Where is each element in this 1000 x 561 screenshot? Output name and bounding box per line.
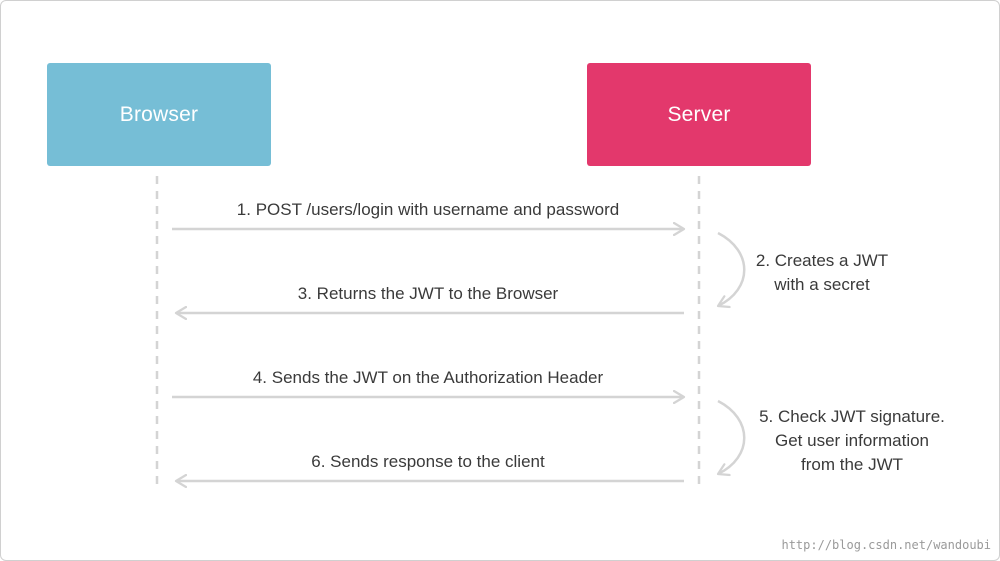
- server-actor-box: Server: [587, 63, 811, 166]
- note-5-curve-arrow: [718, 399, 746, 474]
- note-2-line-2: with a secret: [774, 275, 870, 294]
- message-4-label: 4. Sends the JWT on the Authorization He…: [252, 368, 604, 387]
- message-6-label: 6. Sends response to the client: [311, 452, 545, 471]
- message-3-label: 3. Returns the JWT to the Browser: [297, 284, 559, 303]
- note-5-line-2: Get user information: [774, 431, 930, 450]
- note-5-line-3: from the JWT: [800, 455, 904, 474]
- note-5-line-1: 5. Check JWT signature.: [759, 407, 945, 426]
- message-1-label: 1. POST /users/login with username and p…: [236, 200, 620, 219]
- browser-actor-label: Browser: [119, 102, 199, 126]
- browser-actor-box: Browser: [47, 63, 271, 166]
- note-2-line-1: 2. Creates a JWT: [755, 251, 889, 270]
- note-5: 5. Check JWT signature. Get user informa…: [759, 405, 945, 477]
- note-2-curve-arrow: [718, 231, 746, 306]
- note-2: 2. Creates a JWT with a secret: [756, 249, 888, 297]
- server-actor-label: Server: [667, 102, 731, 126]
- watermark: http://blog.csdn.net/wandoubi: [781, 538, 991, 552]
